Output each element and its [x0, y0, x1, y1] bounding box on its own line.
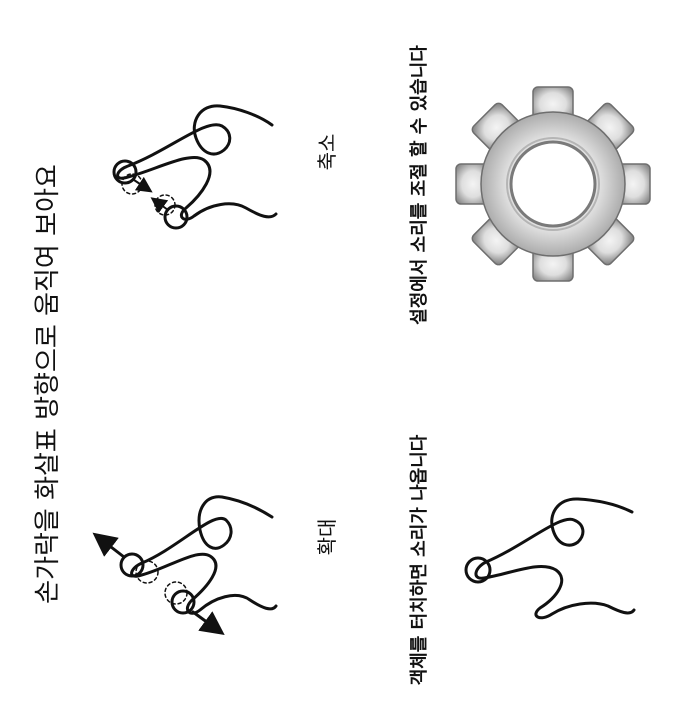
zoom-out-hand-icon — [112, 104, 278, 230]
touch-hand-icon — [464, 497, 636, 620]
zoom-in-hand-icon — [92, 495, 278, 636]
gear-icon[interactable] — [455, 86, 651, 282]
